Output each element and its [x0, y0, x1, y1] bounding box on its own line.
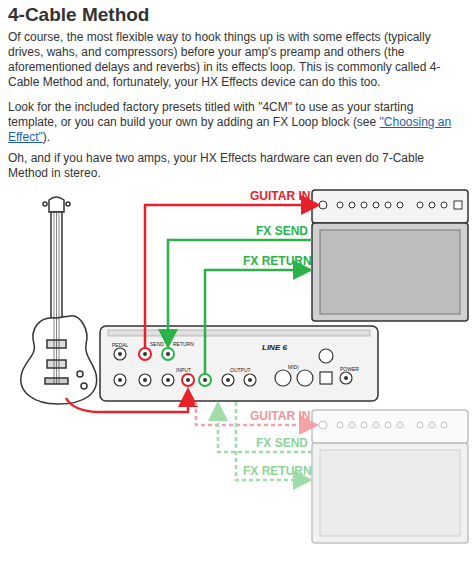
jack-label: SEND	[150, 341, 164, 347]
paragraph: Oh, and if you have two amps, your HX Ef…	[8, 151, 466, 181]
page-title: 4-Cable Method	[8, 4, 149, 26]
paragraph-text: Oh, and if you have two amps, your HX Ef…	[8, 151, 424, 180]
jack-label: MIDI	[288, 364, 299, 370]
brand-logo: LINE 6	[262, 343, 287, 352]
paragraph-text: Of course, the most flexible way to hook…	[8, 30, 440, 89]
jack-label: RETURN	[173, 341, 194, 347]
paragraph: Of course, the most flexible way to hook…	[8, 30, 466, 90]
wire-label: GUITAR IN	[250, 409, 310, 423]
wire-label: FX RETURN	[243, 464, 312, 478]
jack-label: INPUT	[176, 367, 191, 373]
guitar	[21, 197, 97, 404]
second-amp	[312, 410, 468, 543]
paragraph: Look for the included factory presets ti…	[8, 100, 466, 145]
hx-effects-unit	[100, 326, 378, 401]
cables	[66, 205, 316, 480]
amp	[312, 190, 468, 321]
wire-label: FX SEND	[256, 224, 308, 238]
paragraph-text: ).	[43, 130, 50, 144]
paragraph-text: Look for the included factory presets ti…	[8, 100, 413, 129]
wire-label: FX RETURN	[243, 254, 312, 268]
wire-label: FX SEND	[256, 436, 308, 450]
jack-label: PEDAL	[112, 342, 128, 348]
jack-label: OUTPUT	[230, 367, 251, 373]
wire-label: GUITAR IN	[250, 189, 310, 203]
jack-label: POWER	[340, 366, 359, 372]
